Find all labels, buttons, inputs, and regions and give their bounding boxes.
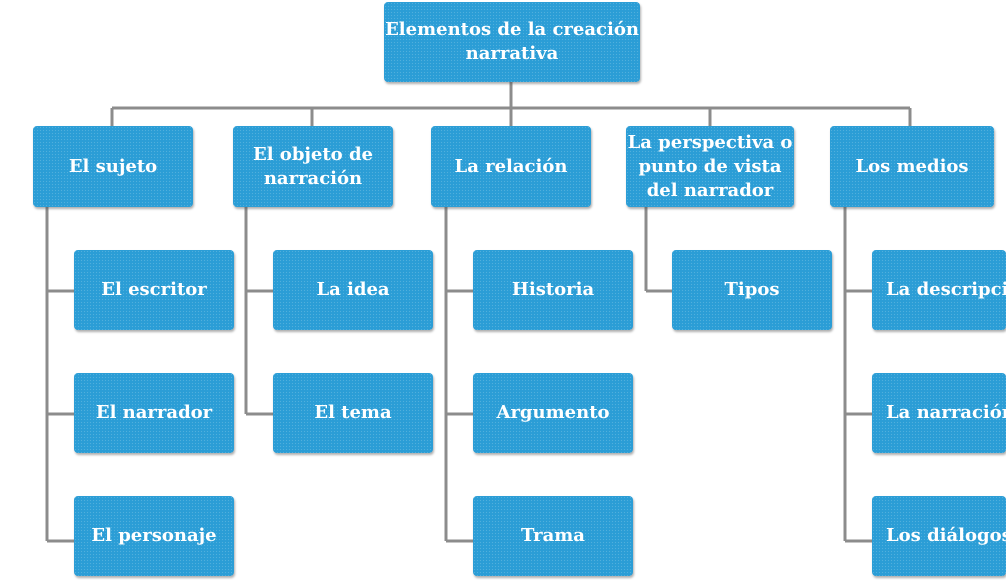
item-el-escritor: El escritor <box>74 250 234 330</box>
category-los-medios: Los medios <box>830 126 994 207</box>
category-el-objeto-de-narracion: El objeto de narración <box>233 126 393 207</box>
item-el-tema: El tema <box>273 373 433 453</box>
item-el-narrador: El narrador <box>74 373 234 453</box>
root-node: Elementos de la creación narrativa <box>384 2 640 82</box>
item-argumento: Argumento <box>473 373 633 453</box>
category-la-perspectiva: La perspectiva o punto de vista del narr… <box>626 126 794 207</box>
item-la-idea: La idea <box>273 250 433 330</box>
item-trama: Trama <box>473 496 633 576</box>
item-tipos: Tipos <box>672 250 832 330</box>
category-la-relacion: La relación <box>431 126 591 207</box>
item-la-narracion: La narración <box>872 373 1006 453</box>
item-historia: Historia <box>473 250 633 330</box>
item-los-dialogos: Los diálogos <box>872 496 1006 576</box>
item-la-descripcion: La descripción <box>872 250 1006 330</box>
item-el-personaje: El personaje <box>74 496 234 576</box>
category-el-sujeto: El sujeto <box>33 126 193 207</box>
